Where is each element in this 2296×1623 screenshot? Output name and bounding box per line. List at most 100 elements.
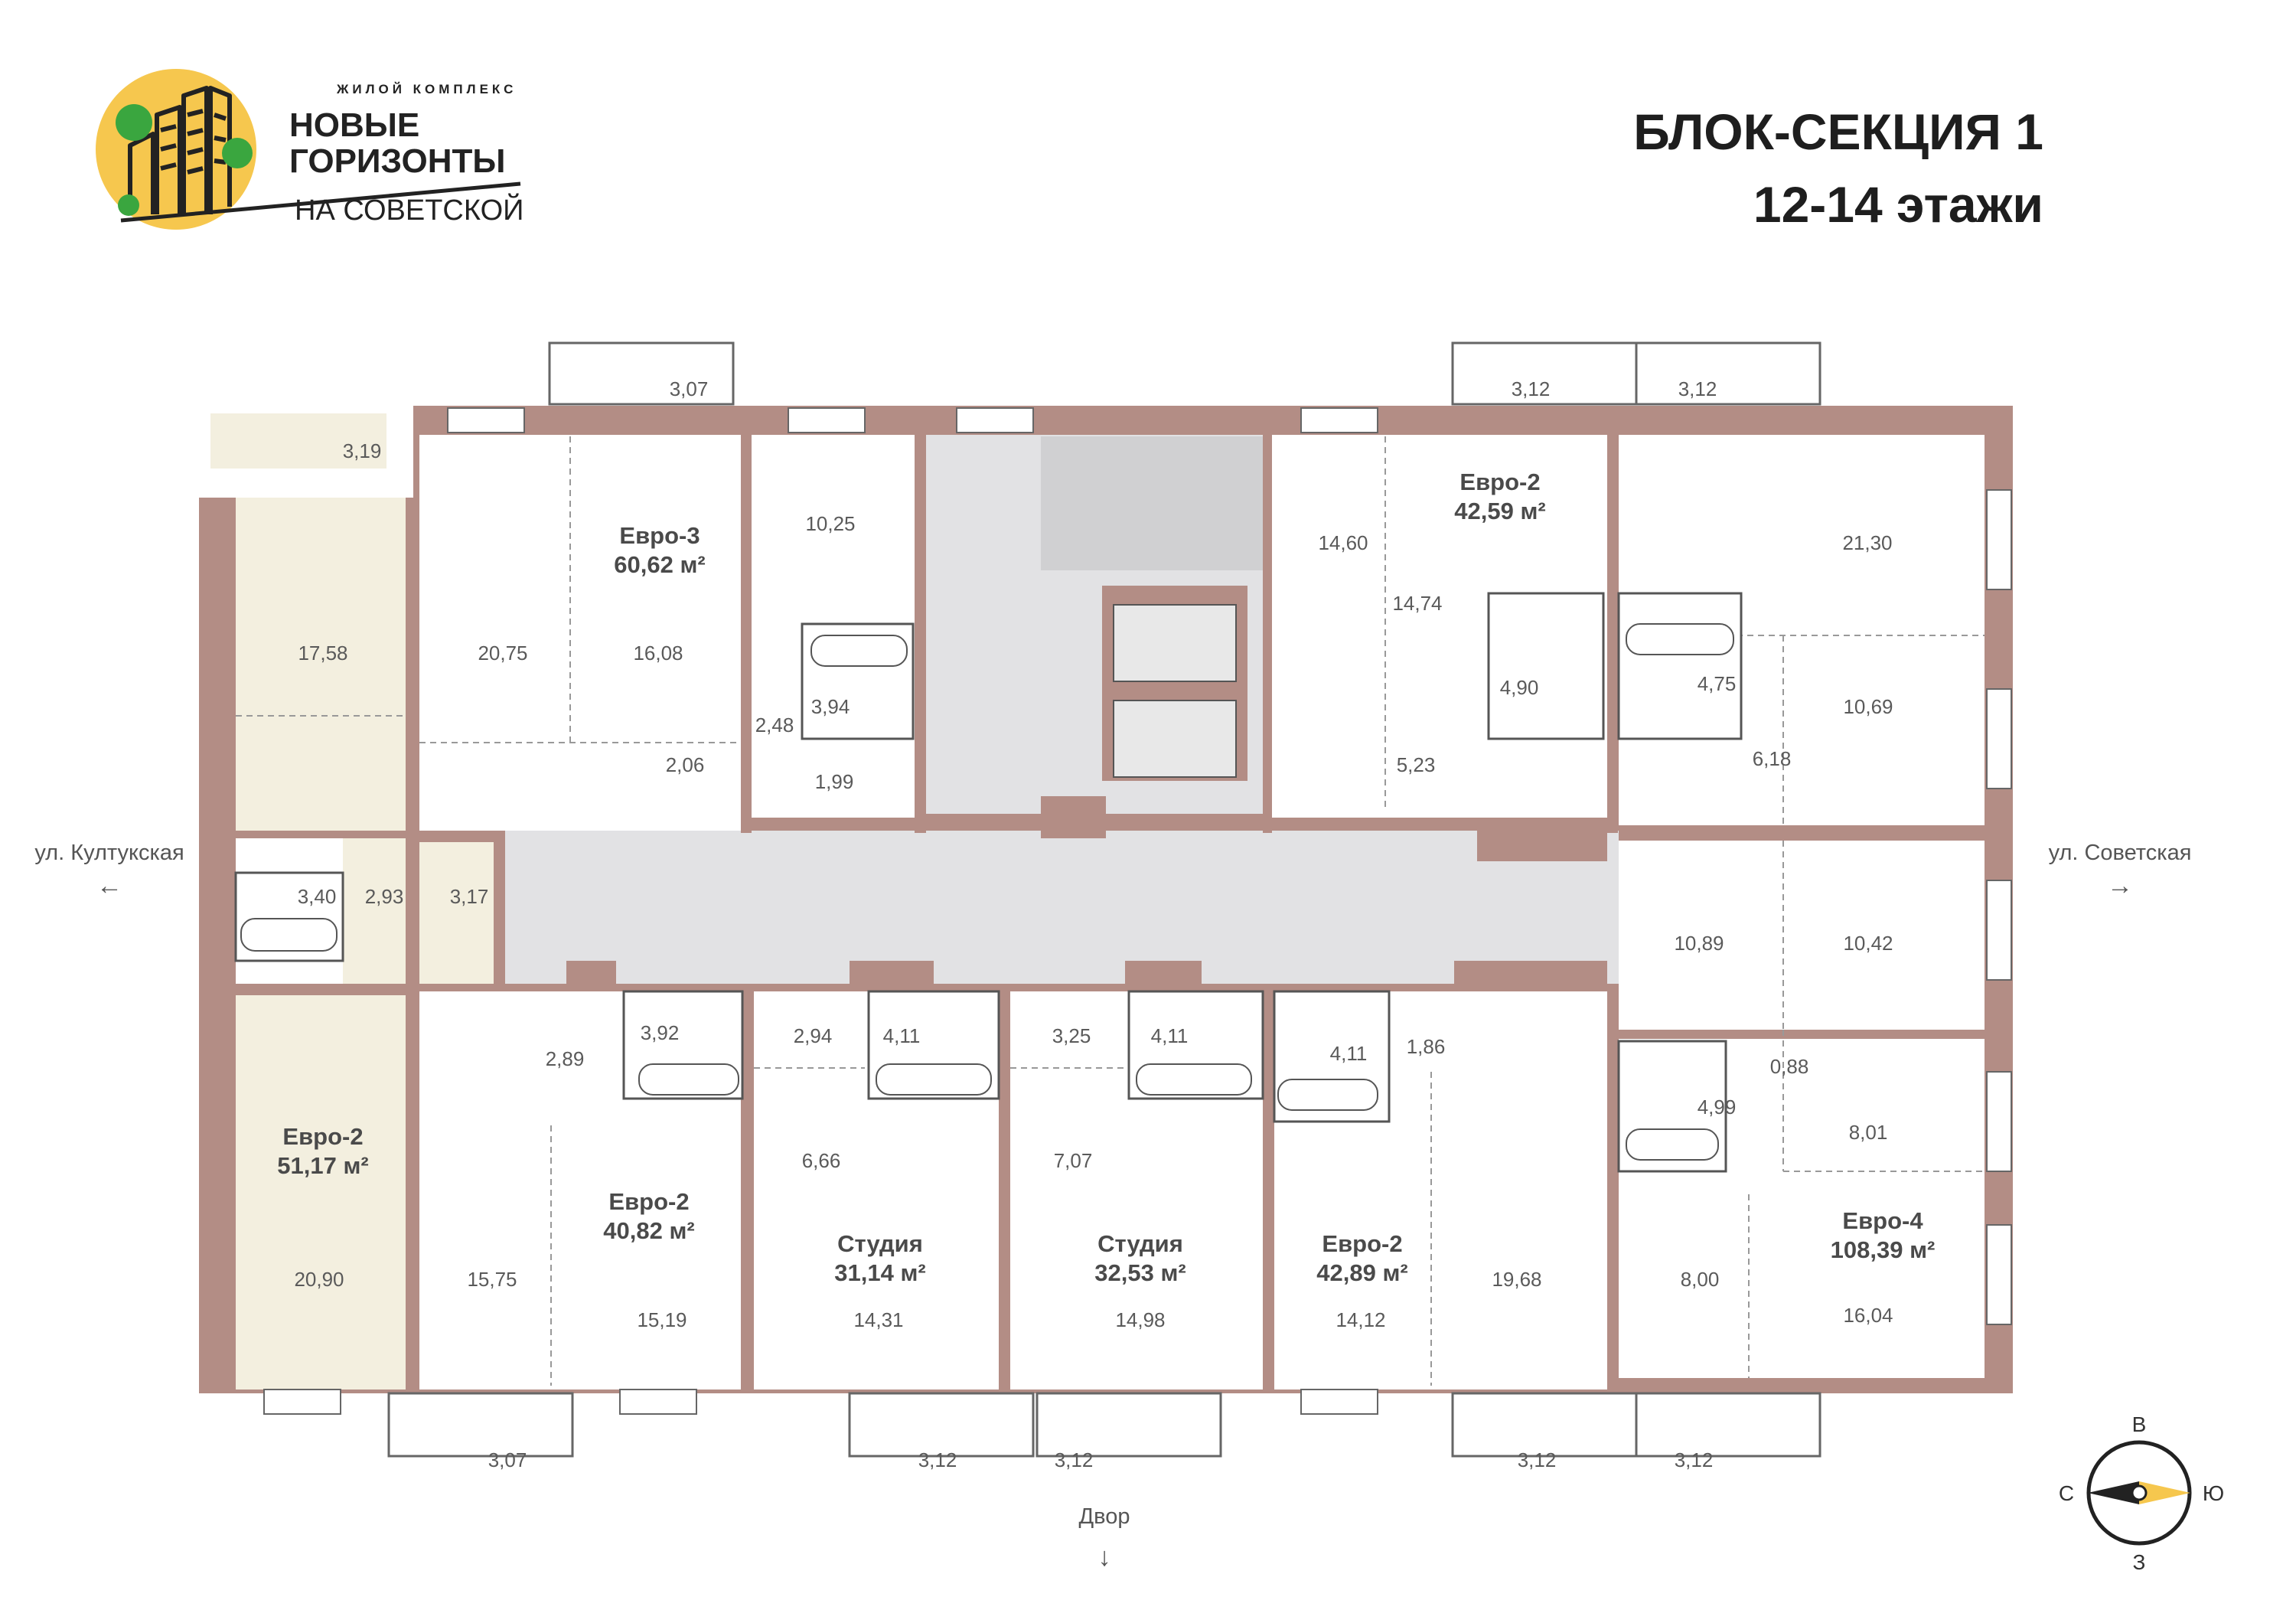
room-area: 20,90: [294, 1268, 344, 1291]
room-area: 2,89: [546, 1047, 585, 1070]
room-area: 4,75: [1698, 672, 1737, 695]
room-area: 3,25: [1052, 1024, 1091, 1047]
elevator-car: [1113, 700, 1237, 778]
compass-needle-icon: [2088, 1481, 2139, 1504]
room-area: 15,19: [637, 1308, 687, 1331]
room-area: 3,12: [1518, 1448, 1557, 1471]
balcony: [548, 341, 735, 406]
room-area: 1,99: [815, 770, 854, 793]
room-area: 4,11: [1151, 1024, 1189, 1047]
logo-tree-icon: [222, 138, 253, 168]
logo-tree-icon: [116, 104, 152, 141]
apartment-area: 32,53 м²: [1094, 1259, 1186, 1286]
room-area: 10,42: [1843, 932, 1893, 955]
logo-tagline: ЖИЛОЙ КОМПЛЕКС: [336, 82, 517, 96]
room-area: 20,75: [478, 642, 527, 665]
arrow-left-icon: ←: [96, 871, 122, 900]
street-east-label: ул. Советская: [2049, 841, 2192, 865]
room-labels: 3,07 3,19 17,58 20,75 16,08 10,25 2,48 3,94 1,99…: [294, 377, 1893, 1471]
apartment-area: 108,39 м²: [1831, 1236, 1936, 1263]
stairs: [1041, 436, 1263, 570]
internal-walls: [406, 435, 1985, 1390]
room-area: 4,11: [1330, 1042, 1368, 1065]
bathtub-icon: [240, 918, 338, 952]
logo: ЖИЛОЙ КОМПЛЕКС НОВЫЕ ГОРИЗОНТЫ НА СОВЕТС…: [96, 69, 523, 230]
logo-name-line1: НОВЫЕ: [289, 106, 419, 144]
bathtub-icon: [810, 635, 908, 667]
room-area: 3,12: [1678, 377, 1717, 400]
apartment-area: 42,89 м²: [1316, 1259, 1407, 1286]
street-west-label: ул. Култукская: [34, 841, 184, 865]
balcony: [1451, 1392, 1638, 1458]
apartment-type: Студия: [1097, 1230, 1183, 1257]
balcony: [1635, 1392, 1821, 1458]
room-highlighted: [236, 498, 406, 831]
room-area: 3,07: [488, 1448, 527, 1471]
room-area: 14,60: [1318, 531, 1368, 554]
logo-tree-icon: [118, 194, 139, 216]
room-area: 10,25: [805, 512, 855, 535]
apartment-type: Евро-2: [1459, 469, 1540, 495]
bathroom: [1487, 592, 1605, 740]
room-area: 4,99: [1698, 1096, 1737, 1118]
apartment-type: Евро-2: [608, 1188, 689, 1215]
room-area: 14,12: [1336, 1308, 1385, 1331]
room-area: 3,12: [1055, 1448, 1094, 1471]
room-area: 17,58: [298, 642, 347, 665]
balconies: [387, 341, 1821, 1458]
room-area: 10,89: [1674, 932, 1724, 955]
room: [419, 435, 741, 831]
logo-horizon-line: [120, 181, 521, 223]
room-highlighted: [419, 842, 494, 984]
logo-name-line2: ГОРИЗОНТЫ: [289, 142, 506, 180]
room-area: 5,23: [1397, 753, 1436, 776]
apartment-type: Евро-2: [1322, 1230, 1402, 1257]
bathtub-icon: [1136, 1063, 1252, 1096]
apartment-area: 31,14 м²: [834, 1259, 925, 1286]
plan: [199, 341, 2013, 1458]
room-area: 10,69: [1843, 695, 1893, 718]
room-area: 3,40: [298, 885, 337, 908]
balcony: [1035, 1392, 1222, 1458]
room-area: 2,06: [666, 753, 705, 776]
room-area: 3,17: [450, 885, 489, 908]
room-area: 3,94: [811, 695, 850, 718]
room-area: 19,68: [1492, 1268, 1541, 1291]
dashed-dividers: [236, 436, 1985, 1386]
floor-range: 12-14 этажи: [1753, 176, 2043, 233]
room-area: 4,90: [1500, 676, 1539, 699]
compass-east: Ю: [2203, 1481, 2224, 1505]
bathtubs: [240, 623, 1734, 1161]
room-area: 1,86: [1407, 1035, 1446, 1058]
compass-needle-icon: [2139, 1481, 2190, 1504]
apartment-type: Студия: [837, 1230, 923, 1257]
room-area: 3,19: [343, 439, 382, 462]
loggia-top-left: [210, 413, 386, 469]
room-highlighted: [236, 995, 406, 1390]
room-area: 16,04: [1843, 1304, 1893, 1327]
room-area: 2,48: [755, 714, 794, 736]
room-area: 16,08: [633, 642, 683, 665]
room-area: 3,07: [670, 377, 709, 400]
bathtub-icon: [1277, 1079, 1378, 1111]
room-area: 3,12: [918, 1448, 957, 1471]
bathtub-icon: [638, 1063, 739, 1096]
room-area: 14,74: [1392, 592, 1442, 615]
room-area: 15,75: [467, 1268, 517, 1291]
apartment-area: 40,82 м²: [603, 1217, 694, 1244]
windows: [263, 407, 2012, 1415]
apartment-type: Евро-2: [282, 1123, 363, 1150]
bathtub-icon: [876, 1063, 992, 1096]
apartment-area: 60,62 м²: [614, 551, 705, 578]
apartment-area: 51,17 м²: [277, 1152, 368, 1179]
elevator-car: [1113, 604, 1237, 682]
bathtub-icon: [1626, 1128, 1719, 1161]
room: [1619, 841, 1985, 1032]
arrow-right-icon: →: [2107, 871, 2133, 900]
compass: В С Ю З: [2059, 1412, 2224, 1574]
apartment-type: Евро-3: [619, 522, 700, 549]
room-area: 6,66: [802, 1149, 841, 1172]
room-area: 4,11: [883, 1024, 921, 1047]
